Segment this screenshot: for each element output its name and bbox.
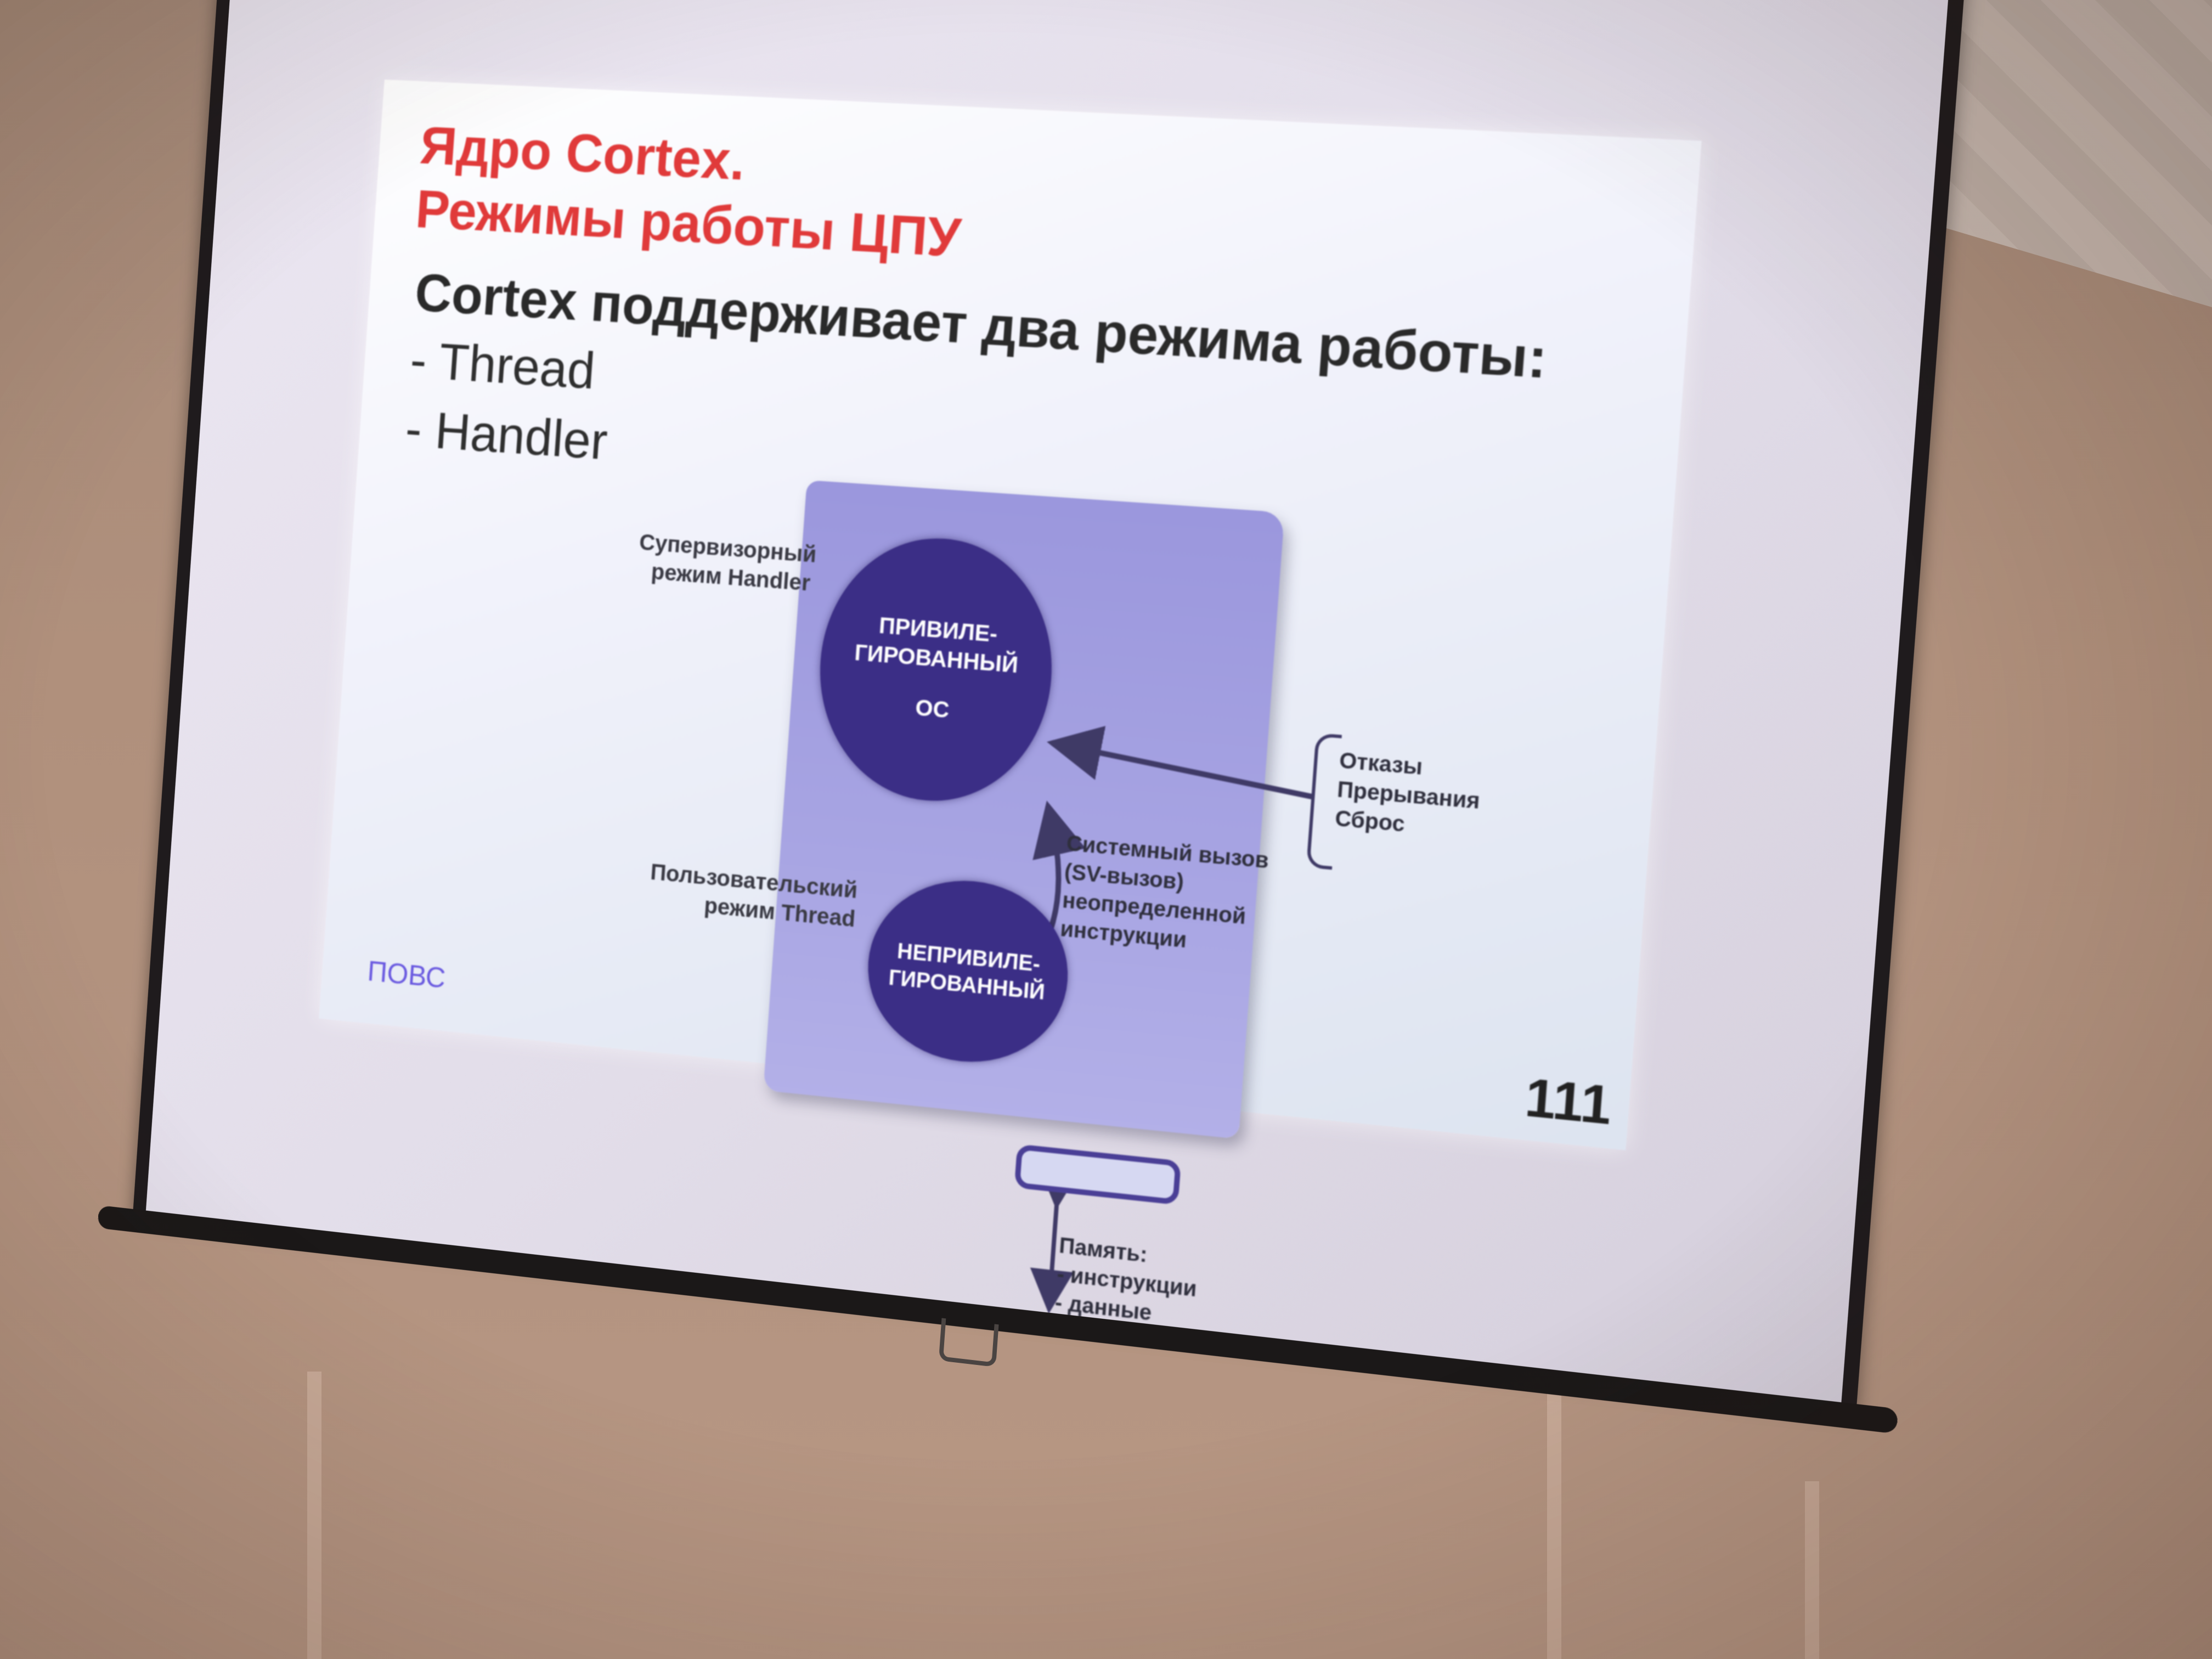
exceptions-note: Отказы Прерывания Сброс (1334, 746, 1527, 849)
syscall-note: Системный вызов (SV-вызов) неопределенно… (1059, 829, 1333, 968)
os-label: ОС (914, 695, 950, 723)
exception-arrow (1066, 746, 1317, 797)
page-number: 111 (1523, 1067, 1614, 1136)
wall-seam (307, 1372, 321, 1659)
projection-screen-assembly: Ядро Cortex. Режимы работы ЦПУ Cortex по… (133, 0, 1968, 1410)
screen-pull-handle (938, 1318, 999, 1367)
projection-screen: Ядро Cortex. Режимы работы ЦПУ Cortex по… (133, 0, 1968, 1410)
wall-seam (1805, 1481, 1819, 1659)
slide: Ядро Cortex. Режимы работы ЦПУ Cortex по… (319, 80, 1701, 1150)
memory-bus-box (1014, 1144, 1182, 1205)
